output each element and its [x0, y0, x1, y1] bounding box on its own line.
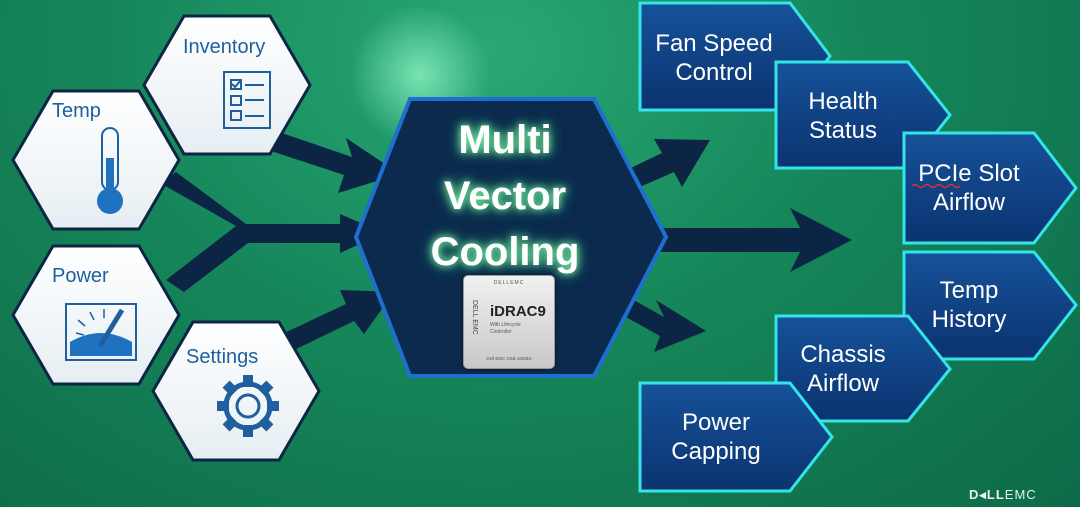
- output-temp-history-line-1: Temp: [939, 277, 999, 304]
- arrow-inventory: [268, 131, 400, 193]
- chip-part-number: Dell EMC SSB 16MBS: [486, 356, 532, 361]
- output-pcie-line-2: Airflow: [932, 189, 1005, 216]
- hex-temp: [11, 89, 181, 231]
- input-arrows: [160, 131, 400, 354]
- chip-subtitle-line-1: With Lifecycle: [490, 322, 521, 328]
- output-chassis-line-2: Airflow: [806, 370, 879, 397]
- idrac9-chip: DELLEMC DELL EMC iDRAC9 With Lifecycle C…: [463, 275, 555, 369]
- output-fan-speed-line-2: Control: [675, 59, 753, 86]
- output-pcie-line-1: PCIe Slot: [918, 160, 1020, 187]
- dell-emc-logo: D◂LLEMC: [969, 487, 1037, 503]
- hex-settings: [151, 320, 321, 462]
- label-temp: Temp: [52, 100, 101, 122]
- arrow-temp-power-merge: [160, 172, 384, 292]
- title-line-2: Vector: [443, 174, 567, 218]
- spellcheck-underline: [911, 183, 961, 189]
- box-pcie-slot-airflow: [902, 131, 1078, 245]
- chip-name: iDRAC9: [490, 303, 546, 320]
- output-health-line-2: Status: [808, 117, 878, 144]
- output-pcie-slot-airflow: PCIe Slot Airflow: [905, 159, 1033, 217]
- center-hex: [353, 97, 669, 378]
- output-health-status: Health Status: [778, 87, 908, 145]
- output-chassis-line-1: Chassis: [800, 341, 886, 368]
- hex-power: [11, 244, 181, 386]
- output-power-capping-line-2: Capping: [671, 438, 761, 465]
- chip-brand: DELLEMC: [493, 280, 525, 286]
- output-chassis-airflow: Chassis Airflow: [778, 340, 908, 398]
- label-settings: Settings: [186, 346, 259, 368]
- chip-subtitle: With Lifecycle Controller: [490, 322, 545, 336]
- output-power-capping: Power Capping: [642, 408, 790, 466]
- output-fan-speed-line-1: Fan Speed: [655, 30, 773, 57]
- gear-icon: [217, 375, 279, 437]
- output-power-capping-line-1: Power: [681, 409, 751, 436]
- output-boxes: [638, 1, 1078, 493]
- chip-logo: DELL EMC: [471, 300, 478, 335]
- checklist-icon: [223, 71, 271, 129]
- title-line-1: Multi: [458, 118, 552, 162]
- hex-inventory: [142, 14, 312, 156]
- chip-subtitle-line-2: Controller: [490, 329, 512, 335]
- output-temp-history-line-2: History: [931, 306, 1007, 333]
- thermometer-icon: [97, 127, 123, 214]
- arrow-settings: [278, 290, 394, 354]
- output-health-line-1: Health: [808, 88, 878, 115]
- title-line-3: Cooling: [430, 230, 580, 274]
- label-inventory: Inventory: [183, 36, 266, 58]
- box-power-capping: [638, 381, 834, 493]
- logo-emc: EMC: [1004, 487, 1037, 502]
- arrow-out-middle: [614, 208, 852, 272]
- output-fan-speed-control: Fan Speed Control: [642, 29, 786, 87]
- label-power: Power: [52, 265, 109, 287]
- power-meter-icon: [65, 303, 137, 361]
- diagram-title: Multi Vector Cooling: [410, 112, 600, 280]
- logo-dell: D◂LL: [969, 487, 1005, 502]
- output-temp-history: Temp History: [905, 276, 1033, 334]
